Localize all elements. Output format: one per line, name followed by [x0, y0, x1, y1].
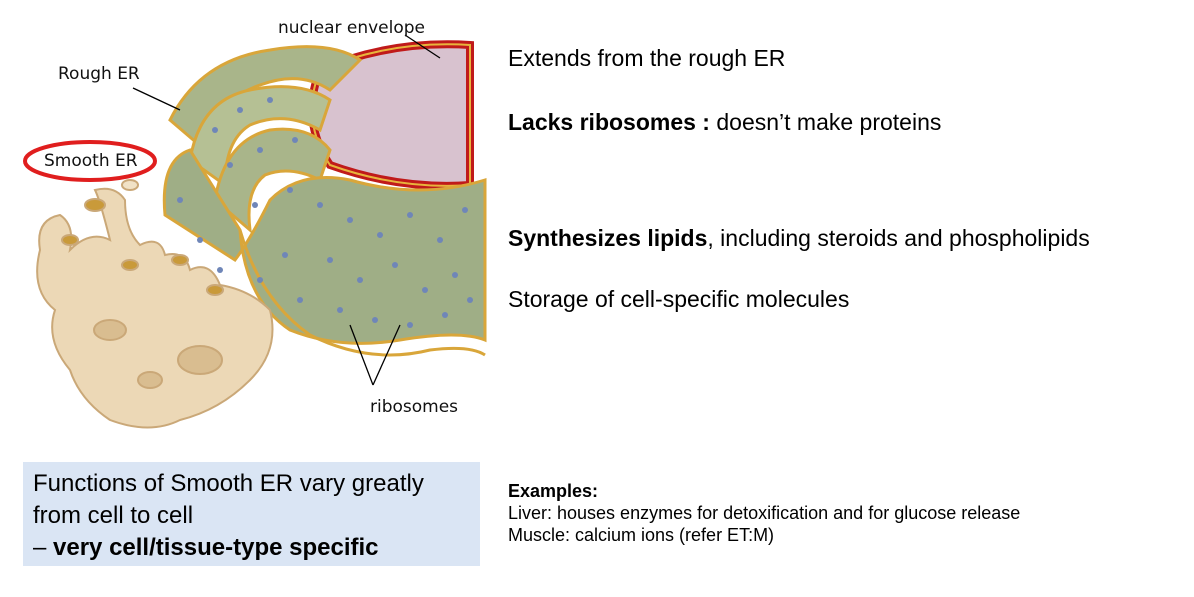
er-diagram — [23, 34, 487, 429]
summary-line-1: Functions of Smooth ER vary greatly — [33, 470, 424, 497]
examples-heading: Examples: — [508, 481, 599, 501]
summary-line-3: – very cell/tissue-type specific — [33, 532, 470, 564]
point-lacks-ribosomes-bold: Lacks ribosomes : — [508, 109, 710, 135]
smooth-er-label: Smooth ER — [44, 151, 138, 171]
point-synthesizes-lipids-bold: Synthesizes lipids — [508, 225, 708, 251]
point-extends: Extends from the rough ER — [508, 45, 786, 71]
point-storage: Storage of cell-specific molecules — [508, 286, 850, 312]
rough-er-illustration — [162, 45, 487, 357]
point-synthesizes-lipids: Synthesizes lipids, including steroids a… — [508, 224, 1090, 252]
nuclear-envelope-label: nuclear envelope — [278, 18, 426, 38]
summary-line-3-prefix: – — [33, 534, 54, 561]
summary-line-2: from cell to cell — [33, 502, 194, 529]
rough-er-label: Rough ER — [58, 64, 140, 84]
point-lacks-ribosomes: Lacks ribosomes : doesn’t make proteins — [508, 108, 941, 136]
example-liver: Liver: houses enzymes for detoxification… — [508, 503, 1021, 523]
smooth-er-illustration — [36, 179, 274, 429]
pointer-lines — [132, 34, 441, 386]
smooth-er-highlight — [23, 140, 157, 182]
summary-box: Functions of Smooth ER vary greatly from… — [23, 462, 480, 566]
point-synthesizes-lipids-rest: , including steroids and phospholipids — [707, 225, 1090, 251]
point-lacks-ribosomes-rest: doesn’t make proteins — [709, 109, 942, 135]
example-muscle: Muscle: calcium ions (refer ET:M) — [508, 525, 775, 545]
ribosomes-label: ribosomes — [370, 397, 459, 417]
summary-line-3-bold: very cell/tissue-type specific — [53, 534, 379, 561]
examples-block: Examples: Liver: houses enzymes for deto… — [508, 480, 1020, 546]
